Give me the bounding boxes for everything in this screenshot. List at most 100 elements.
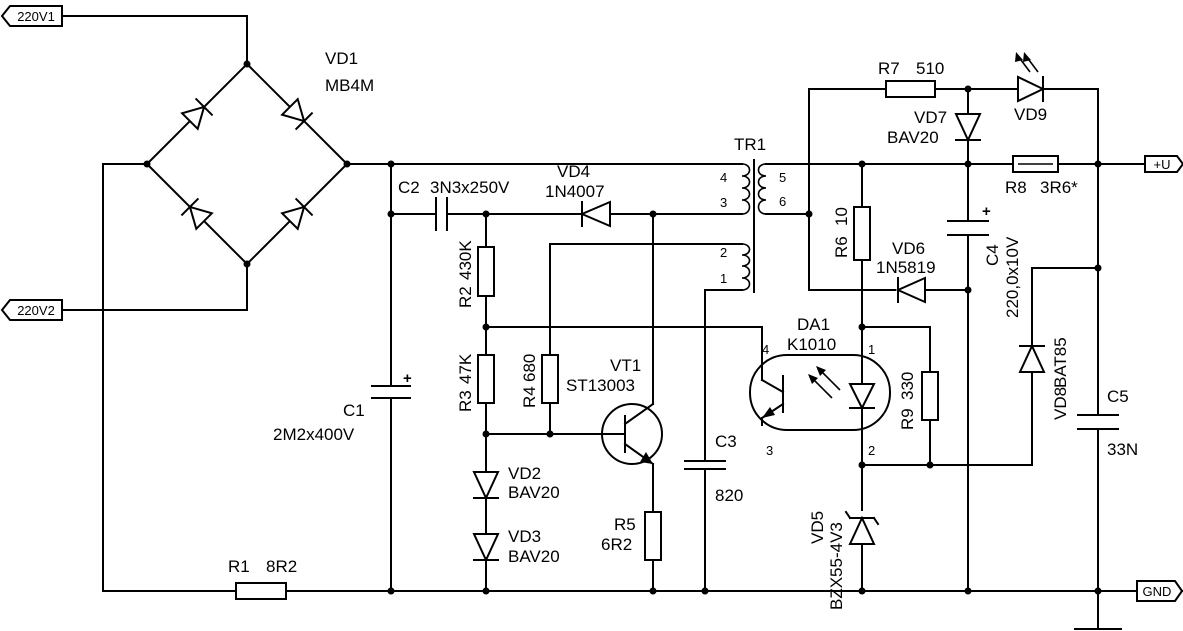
port-220v2-label: 220V2 <box>17 303 55 318</box>
c3-ref: C3 <box>715 432 737 451</box>
vd1-diode-tl <box>180 97 214 131</box>
tr1-transformer: TR1 4 3 2 1 5 6 <box>720 135 786 293</box>
r8-value: 3R6* <box>1040 178 1078 197</box>
da1-optocoupler: DA1 K1010 1 2 3 4 <box>749 315 891 458</box>
vd5-value: BZX55-4V3 <box>827 522 846 610</box>
r7-resistor: R7 510 <box>878 59 944 98</box>
vd1-diode-bl <box>180 197 214 231</box>
r4-resistor: R4 680 <box>520 354 559 408</box>
c3-value: 820 <box>715 486 743 505</box>
r9-value: 330 <box>898 372 917 400</box>
vd4-value: 1N4007 <box>545 182 605 201</box>
vd7-diode: VD7 BAV20 <box>887 106 982 147</box>
vd1-bridge: VD1 MB4M <box>145 49 374 266</box>
vd6-value: 1N5819 <box>876 258 936 277</box>
c5-ref: C5 <box>1107 387 1129 406</box>
r9-ref: R9 <box>898 408 917 430</box>
vd3-ref: VD3 <box>508 527 541 546</box>
vd5-zener-diode: VD5 BZX55-4V3 <box>808 510 880 610</box>
r6-ref: R6 <box>832 236 851 258</box>
vd9-led: VD9 <box>1014 52 1047 124</box>
c2-value: 3N3x250V <box>430 178 510 197</box>
port-220v2: 220V2 <box>0 299 63 321</box>
r8-resistor: R8 3R6* <box>1005 155 1078 197</box>
c1-capacitor: + C1 2M2x400V <box>273 370 412 444</box>
vd1-ref: VD1 <box>325 49 358 68</box>
tr1-pin6: 6 <box>779 194 786 209</box>
c1-plus: + <box>403 370 412 387</box>
port-220v1: 220V1 <box>0 5 63 27</box>
da1-pin2: 2 <box>868 443 875 458</box>
da1-pin1: 1 <box>868 342 875 357</box>
da1-ref: DA1 <box>797 315 830 334</box>
vd3-diode: VD3 BAV20 <box>472 527 560 566</box>
vd1-value: MB4M <box>325 76 374 95</box>
c4-value: 220,0x10V <box>1003 236 1022 318</box>
r5-resistor: R5 6R2 <box>601 511 662 561</box>
vd1-diode-tr <box>280 97 314 131</box>
vd1-diode-br <box>280 197 314 231</box>
r9-resistor: R9 330 <box>898 371 939 430</box>
r1-ref: R1 <box>228 557 250 576</box>
r4-ref: R4 <box>520 386 539 408</box>
vd9-ref: VD9 <box>1014 105 1047 124</box>
tr1-pin3: 3 <box>720 195 727 210</box>
vd2-diode: VD2 BAV20 <box>472 464 560 502</box>
c4-capacitor: + C4 220,0x10V <box>947 203 1022 318</box>
tr1-ref: TR1 <box>734 135 766 154</box>
vd8-ref: VD8 <box>1051 387 1070 420</box>
r8-ref: R8 <box>1005 178 1027 197</box>
vt1-transistor: VT1 ST13003 <box>566 356 663 471</box>
vd6-diode: VD6 1N5819 <box>876 239 936 304</box>
tr1-pin2: 2 <box>720 245 727 260</box>
da1-pin4: 4 <box>762 342 769 357</box>
vd8-value: BAT85 <box>1051 337 1070 388</box>
r7-value: 510 <box>916 59 944 78</box>
r3-value: 47K <box>456 353 475 384</box>
r7-ref: R7 <box>878 59 900 78</box>
vt1-value: ST13003 <box>566 376 635 395</box>
c5-value: 33N <box>1107 440 1138 459</box>
r3-resistor: R3 47K <box>456 353 495 412</box>
vd2-ref: VD2 <box>508 464 541 483</box>
da1-value: K1010 <box>787 335 836 354</box>
c4-ref: C4 <box>983 244 1002 266</box>
c1-value: 2M2x400V <box>273 425 355 444</box>
c3-capacitor: C3 820 <box>684 432 743 505</box>
vd7-ref: VD7 <box>914 108 947 127</box>
c5-capacitor: C5 33N <box>1077 387 1138 459</box>
vd6-ref: VD6 <box>892 239 925 258</box>
r1-resistor: R1 8R2 <box>228 557 297 600</box>
r1-value: 8R2 <box>266 557 297 576</box>
r2-value: 430K <box>456 240 475 280</box>
r5-value: 6R2 <box>601 535 632 554</box>
vd2-value: BAV20 <box>508 483 560 502</box>
vd7-value: BAV20 <box>887 128 939 147</box>
port-vout: +U <box>1144 155 1183 173</box>
c2-capacitor: C2 3N3x250V <box>398 178 510 231</box>
c4-plus: + <box>982 203 991 220</box>
port-220v1-label: 220V1 <box>17 9 55 24</box>
port-gnd: GND <box>1136 580 1183 602</box>
r6-resistor: R6 10 <box>832 206 871 261</box>
tr1-pin4: 4 <box>720 170 727 185</box>
r2-resistor: R2 430K <box>456 240 495 308</box>
vd4-diode: VD4 1N4007 <box>545 162 611 228</box>
r4-value: 680 <box>520 354 539 382</box>
da1-pin3: 3 <box>766 443 773 458</box>
r5-ref: R5 <box>614 515 636 534</box>
r2-ref: R2 <box>456 286 475 308</box>
vd8-diode: VD8 BAT85 <box>1018 337 1070 420</box>
vd3-value: BAV20 <box>508 547 560 566</box>
vd5-ref: VD5 <box>808 511 827 544</box>
r3-ref: R3 <box>456 390 475 412</box>
tr1-pin5: 5 <box>779 170 786 185</box>
port-gnd-label: GND <box>1143 584 1172 599</box>
port-vout-label: +U <box>1154 157 1171 172</box>
vt1-ref: VT1 <box>610 356 641 375</box>
c2-ref: C2 <box>398 178 420 197</box>
c1-ref: C1 <box>343 401 365 420</box>
tr1-pin1: 1 <box>720 271 727 286</box>
r6-value: 10 <box>832 207 851 226</box>
